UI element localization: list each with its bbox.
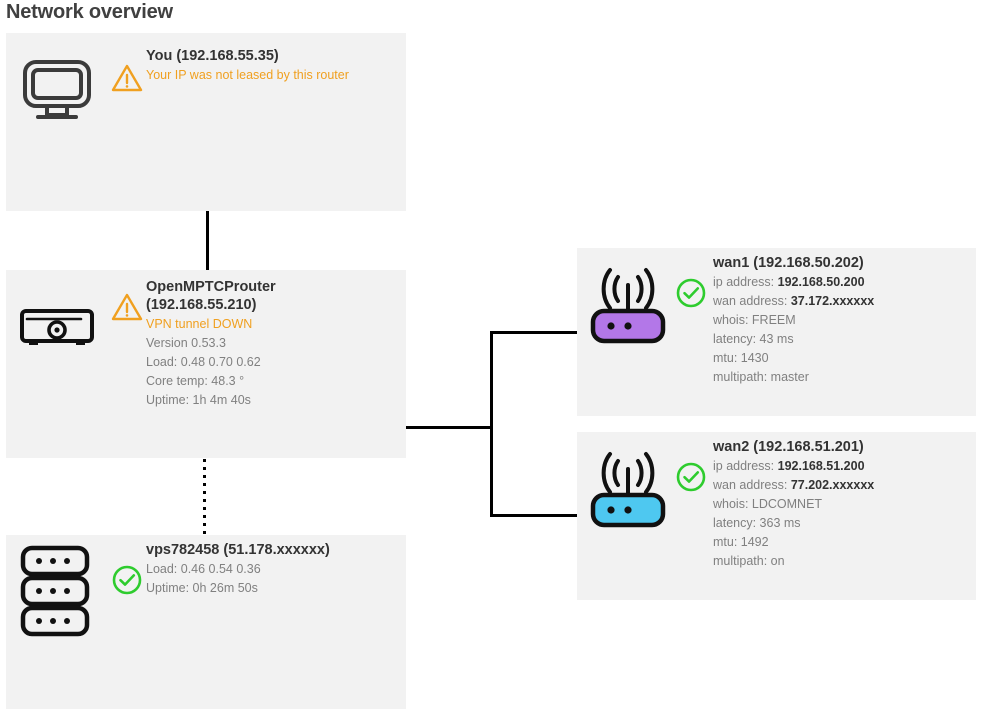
node-wan1-ip-address-value: 192.168.50.200 (777, 275, 865, 289)
status-badge-warning (110, 290, 144, 324)
node-wan2-ip-address-value: 192.168.51.200 (777, 459, 865, 473)
node-wan2-title: wan2 (192.168.51.201) (713, 439, 864, 455)
node-you[interactable]: You (192.168.55.35) Your IP was not leas… (6, 33, 406, 211)
modem-box-icon (14, 284, 100, 370)
node-openmptcprouter-line-4: Uptime: 1h 4m 40s (146, 393, 251, 407)
node-wan2-wan-address-label: wan address: (713, 478, 791, 492)
node-openmptcprouter-line-1: Version 0.53.3 (146, 336, 226, 350)
node-wan2-multipath: multipath: on (713, 554, 785, 568)
node-you-title: You (192.168.55.35) (146, 48, 279, 64)
node-wan1-whois: whois: FREEM (713, 313, 796, 327)
page-title: Network overview (6, 1, 173, 23)
node-wan1-wan-address-value: 37.172.xxxxxx (790, 294, 875, 308)
server-stack-icon (14, 545, 100, 637)
node-wan2[interactable]: wan2 (192.168.51.201) ip address: 192.16… (577, 432, 976, 600)
status-badge-ok (674, 460, 708, 494)
node-wan1[interactable]: wan1 (192.168.50.202) ip address: 192.16… (577, 248, 976, 416)
node-vps-title: vps782458 (51.178.xxxxxx) (146, 542, 330, 558)
node-openmptcprouter-line-3: Core temp: 48.3 ° (146, 374, 245, 388)
node-wan2-latency: latency: 363 ms (713, 516, 801, 530)
check-circle-icon (676, 278, 706, 308)
node-vps-line-0: Load: 0.46 0.54 0.36 (146, 562, 261, 576)
check-circle-icon (676, 462, 706, 492)
status-badge-ok (674, 276, 708, 310)
node-wan1-body: wan1 (192.168.50.202) ip address: 192.16… (713, 254, 874, 387)
node-openmptcprouter-title: OpenMPTCProuter (192.168.55.210) (146, 279, 276, 313)
node-openmptcprouter-line-0: VPN tunnel DOWN (146, 317, 253, 331)
warning-triangle-icon (111, 64, 143, 92)
node-wan2-ip-address: ip address: 192.168.51.200 (713, 457, 874, 476)
node-openmptcprouter[interactable]: OpenMPTCProuter (192.168.55.210) VPN tun… (6, 270, 406, 458)
node-wan2-ip-address-label: ip address: (713, 459, 778, 473)
node-wan1-latency: latency: 43 ms (713, 332, 794, 346)
node-wan1-wan-address-label: wan address: (713, 294, 791, 308)
node-vps-body: vps782458 (51.178.xxxxxx) Load: 0.46 0.5… (146, 541, 330, 598)
desktop-monitor-icon (14, 47, 100, 133)
wireless-router-icon (585, 446, 671, 532)
node-wan1-multipath: multipath: master (713, 370, 809, 384)
node-wan2-body: wan2 (192.168.51.201) ip address: 192.16… (713, 438, 874, 571)
node-wan1-wan-address: wan address: 37.172.xxxxxx (713, 292, 874, 311)
warning-triangle-icon (111, 293, 143, 321)
node-vps[interactable]: vps782458 (51.178.xxxxxx) Load: 0.46 0.5… (6, 535, 406, 709)
node-wan1-ip-address-label: ip address: (713, 275, 778, 289)
node-wan1-ip-address: ip address: 192.168.50.200 (713, 273, 874, 292)
wireless-router-icon (585, 262, 671, 348)
node-wan1-mtu: mtu: 1430 (713, 351, 769, 365)
node-wan2-mtu: mtu: 1492 (713, 535, 769, 549)
status-badge-warning (110, 61, 144, 95)
node-openmptcprouter-body: OpenMPTCProuter (192.168.55.210) VPN tun… (146, 278, 276, 410)
node-wan2-whois: whois: LDCOMNET (713, 497, 823, 511)
node-you-body: You (192.168.55.35) Your IP was not leas… (146, 47, 349, 85)
node-openmptcprouter-line-2: Load: 0.48 0.70 0.62 (146, 355, 261, 369)
node-vps-line-1: Uptime: 0h 26m 50s (146, 581, 258, 595)
node-you-line-0: Your IP was not leased by this router (146, 68, 349, 82)
node-wan1-title: wan1 (192.168.50.202) (713, 255, 864, 271)
node-wan2-wan-address: wan address: 77.202.xxxxxx (713, 476, 874, 495)
status-badge-ok (110, 563, 144, 597)
node-wan2-wan-address-value: 77.202.xxxxxx (790, 478, 875, 492)
check-circle-icon (112, 565, 142, 595)
